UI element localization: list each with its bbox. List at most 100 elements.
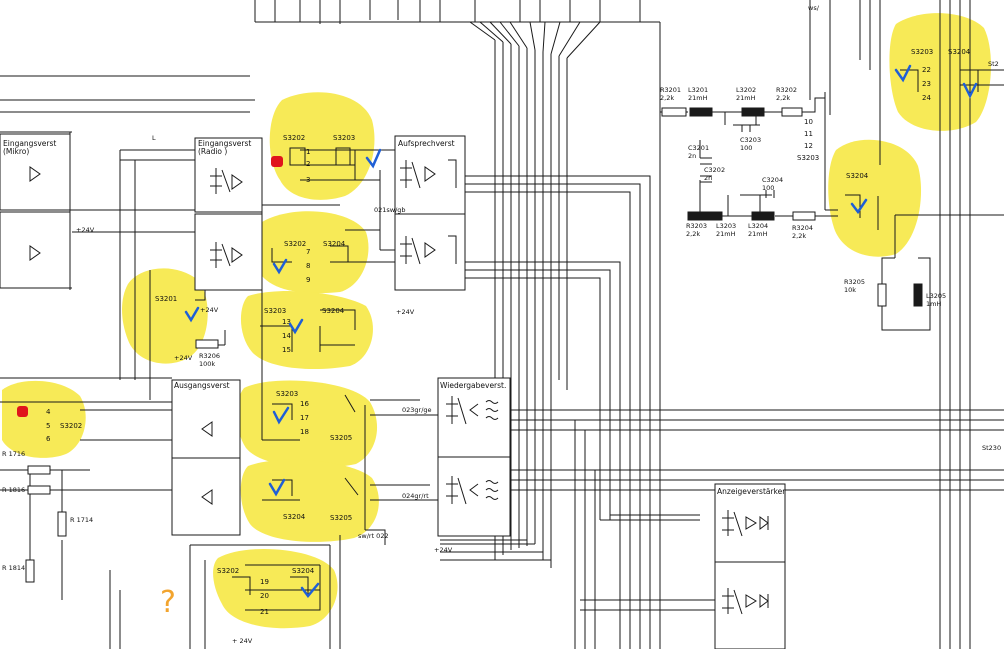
block-label-aufsprech: Aufsprechverst [398, 139, 455, 148]
wire-label-v24_3: +24V [174, 354, 193, 362]
pin-label-p1: 1 [306, 148, 310, 156]
resistor-r1816 [27, 485, 51, 495]
pin-label-p15: 15 [282, 346, 291, 354]
check-mark-6 [268, 478, 286, 497]
passive-components [25, 107, 923, 583]
inductor-l3204 [751, 211, 775, 221]
block-eingang-mikro-top [0, 133, 71, 211]
pin-label-p2: 2 [306, 160, 310, 168]
highlight-s3204-s3205 [240, 459, 379, 542]
annotations: ? [17, 64, 978, 620]
pin-label-p23: 23 [922, 80, 931, 88]
pin-label-p17: 17 [300, 414, 309, 422]
resistor-r3202 [781, 107, 803, 117]
pin-label-p13: 13 [282, 318, 291, 326]
inductor-l3203 [699, 211, 723, 221]
resistor-r3201 [661, 107, 687, 117]
switch-label-s3204_bot: S3204 [292, 567, 315, 575]
wire-label-st230: St230 [982, 444, 1001, 452]
switch-label-s3204_mid: S3204 [323, 240, 346, 248]
switch-label-s3202_top: S3202 [283, 134, 305, 142]
wire-labels: 021sw/gb 023gr/ge 024gr/rt sw/rt 022 +24V +24… [76, 4, 1001, 645]
amplifier-blocks [0, 133, 786, 649]
pin-label-p21: 21 [260, 608, 269, 616]
check-mark-3 [184, 306, 200, 323]
pin-label-p16: 16 [300, 400, 309, 408]
highlight-s3202-s3204-bot [213, 548, 338, 629]
red-marker-1 [271, 156, 283, 167]
wire-label-w022: sw/rt 022 [358, 532, 389, 540]
wire-label-w023: 023gr/ge [402, 406, 432, 414]
pin-label-p11: 11 [804, 130, 813, 138]
pin-label-p9: 9 [306, 276, 310, 284]
wire-label-ws: ws/ [808, 4, 820, 12]
pin-label-p10: 10 [804, 118, 813, 126]
pin-label-p5: 5 [46, 422, 50, 430]
check-mark-7 [300, 582, 320, 599]
resistor-r3204 [792, 211, 816, 221]
pin-label-p22: 22 [922, 66, 931, 74]
highlight-s3203-s3204-mid [240, 291, 373, 370]
component-label-r1716: R 1716 [2, 450, 25, 458]
check-mark-1 [365, 148, 382, 169]
wire-label-v24_1: +24V [76, 226, 95, 234]
check-mark-2 [272, 258, 288, 275]
highlight-s3202-s3203-top [269, 92, 375, 200]
switch-label-s3204_mid2: S3204 [322, 307, 345, 315]
switch-label-s3203_filter: S3203 [797, 154, 819, 162]
inductor-l3202 [741, 107, 765, 117]
highlight-s3202-left [2, 380, 86, 458]
resistor-r1714 [57, 511, 67, 537]
pin-label-p24: 24 [922, 94, 931, 102]
switch-label-s3204_filter: S3204 [846, 172, 869, 180]
block-label-eingang_mikro: Eingangsverst(Mikro) [3, 139, 56, 156]
switch-label-s3204_right: S3204 [948, 48, 971, 56]
block-eingang-mikro-bottom [0, 211, 71, 289]
pin-label-p18: 18 [300, 428, 309, 436]
wire-label-v24_2: +24V [200, 306, 219, 314]
block-eingang-radio-top [194, 137, 263, 213]
wire-label-L: L [152, 134, 156, 142]
block-label-anzeige: Anzeigeverstärker [717, 487, 786, 496]
wire-label-v24_6: + 24V [232, 637, 253, 645]
highlight-s3202-s3204-mid [252, 211, 369, 294]
switch-label-s3204_low: S3204 [283, 513, 306, 521]
switch-label-s3203_mid: S3203 [264, 307, 286, 315]
inductor-l3201 [689, 107, 713, 117]
check-mark-8 [894, 64, 912, 83]
highlight-s3203-s3205 [236, 380, 378, 468]
switch-label-s3202_left: S3202 [60, 422, 82, 430]
pin-label-p8: 8 [306, 262, 310, 270]
check-mark-5 [272, 406, 290, 425]
wire-label-w021: 021sw/gb [374, 206, 406, 214]
block-labels: Eingangsverst(Mikro)Eingangsverst(Radio … [3, 139, 786, 496]
switch-label-s3203_top: S3203 [333, 134, 355, 142]
wire-label-v24_4: +24V [396, 308, 415, 316]
amplifier-symbols [29, 159, 769, 615]
switch-label-s3202_bot: S3202 [217, 567, 239, 575]
resistor-r3206 [195, 339, 219, 349]
block-anzeige [714, 483, 786, 649]
resistor-r3203 [687, 211, 701, 221]
block-label-wiedergabe: Wiedergabeverst. [440, 381, 506, 390]
switch-label-s3202_mid: S3202 [284, 240, 306, 248]
wire-label-w024: 024gr/rt [402, 492, 429, 500]
component-label-r1816: R 1816 [2, 486, 25, 494]
component-label-r1814: R 1814 [2, 564, 25, 572]
wire-label-v24_5: +24V [434, 546, 453, 554]
pin-label-p4: 4 [46, 408, 51, 416]
resistor-r1814 [25, 559, 35, 583]
